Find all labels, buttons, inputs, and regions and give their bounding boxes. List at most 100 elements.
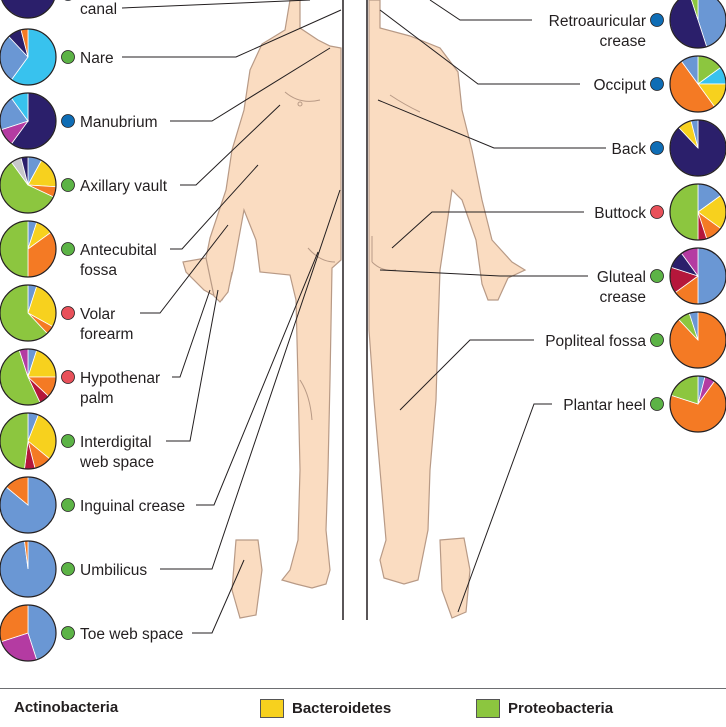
proteobacteria-swatch <box>476 699 500 718</box>
site-dot-toeweb <box>61 626 75 640</box>
pie-outline-interdigital <box>0 412 57 470</box>
pie-volar <box>0 284 57 342</box>
pie-slice-antecubital-3 <box>0 220 29 278</box>
legend-proteobacteria-label: Proteobacteria <box>508 700 614 717</box>
site-label-retro-0: Retroauricular <box>549 13 646 30</box>
legend-proteobacteria: Proteobacteria <box>476 699 613 718</box>
pie-interdigital <box>0 412 57 470</box>
front-hand <box>205 257 233 303</box>
callout-back <box>377 99 606 149</box>
callout-plantar <box>457 403 552 613</box>
pie-outline-hypothenar <box>0 348 57 406</box>
site-label-plantar-0: Plantar heel <box>563 397 646 414</box>
pie-outline-umbilicus <box>0 540 57 598</box>
site-label-nare-0: Nare <box>80 50 114 67</box>
site-type-dots <box>61 0 664 640</box>
pie-slice-retro-2 <box>691 0 699 21</box>
callout-inguinal <box>196 251 319 506</box>
pie-outline-gluteal <box>669 247 726 305</box>
pie-gluteal <box>669 247 726 305</box>
site-dot-hypothenar <box>61 370 75 384</box>
callout-gluteal <box>379 269 588 277</box>
site-label-canal-0: canal <box>80 1 117 18</box>
callout-popliteal <box>399 339 534 411</box>
callout-nare <box>122 9 342 58</box>
pie-outline-plantar <box>669 375 726 433</box>
site-label-interdigital-1: web space <box>79 454 154 471</box>
callout-canal <box>121 0 311 9</box>
site-label-popliteal-0: Popliteal fossa <box>545 333 646 350</box>
back-body-figure <box>368 0 527 619</box>
site-label-toeweb-0: Toe web space <box>80 626 183 643</box>
pie-antecubital <box>0 220 57 278</box>
legend-actinobacteria-label: Actinobacteria <box>14 699 119 716</box>
pie-inguinal <box>0 476 57 534</box>
site-dot-axillary <box>61 178 75 192</box>
callout-manubrium <box>170 47 331 122</box>
site-dot-inguinal <box>61 498 75 512</box>
pie-back <box>669 119 726 177</box>
legend-bacteroidetes-label: Bacteroidetes <box>292 700 392 717</box>
site-label-occiput-0: Occiput <box>593 77 646 94</box>
front-body-outline <box>182 0 342 589</box>
front-foot-sole <box>231 539 263 619</box>
site-dot-antecubital <box>61 242 75 256</box>
pie-outline-volar <box>0 284 57 342</box>
pie-outline-manubrium <box>0 92 57 150</box>
site-dot-gluteal <box>650 269 664 283</box>
site-label-gluteal-1: crease <box>599 289 646 306</box>
callout-toeweb <box>192 559 245 634</box>
pie-outline-axillary <box>0 156 57 214</box>
pie-buttock <box>669 183 726 241</box>
pie-hypothenar <box>0 348 57 406</box>
site-dot-canal <box>64 0 72 1</box>
site-dot-plantar <box>650 397 664 411</box>
pie-outline-buttock <box>669 183 726 241</box>
pie-slice-gluteal-0 <box>697 247 726 305</box>
pie-retro <box>669 0 726 49</box>
site-label-axillary-0: Axillary vault <box>80 178 168 195</box>
legend-actinobacteria: Actinobacteria <box>14 699 118 716</box>
site-dot-volar <box>61 306 75 320</box>
site-dot-umbilicus <box>61 562 75 576</box>
callout-interdigital <box>166 289 219 442</box>
legend: Actinobacteria Bacteroidetes Proteobacte… <box>0 688 726 727</box>
site-label-manubrium-0: Manubrium <box>80 114 158 131</box>
callout-buttock <box>391 211 584 249</box>
pie-umbilicus <box>0 540 57 598</box>
pie-nare <box>0 28 57 86</box>
bacteroidetes-swatch <box>260 699 284 718</box>
legend-bacteroidetes: Bacteroidetes <box>260 699 391 718</box>
site-label-back-0: Back <box>612 141 647 158</box>
back-body-outline <box>368 0 527 585</box>
pie-outline-nare <box>0 28 57 86</box>
callout-occiput <box>379 9 580 85</box>
pie-axillary <box>0 156 57 214</box>
pie-charts <box>0 0 726 662</box>
site-dot-manubrium <box>61 114 75 128</box>
pie-outline-antecubital <box>0 220 57 278</box>
site-label-antecubital-1: fossa <box>80 262 117 279</box>
callout-umbilicus <box>160 189 341 570</box>
pie-outline-inguinal <box>0 476 57 534</box>
site-label-antecubital-0: Antecubital <box>80 242 157 259</box>
front-body-details <box>284 91 336 421</box>
back-foot-sole <box>439 537 471 619</box>
site-label-buttock-0: Buttock <box>594 205 646 222</box>
nipple-mark <box>297 101 303 107</box>
site-dot-back <box>650 141 664 155</box>
site-label-volar-1: forearm <box>80 326 133 343</box>
pie-toeweb <box>0 604 57 662</box>
front-body-figure <box>182 0 342 619</box>
site-dot-retro <box>650 13 664 27</box>
pie-slice-buttock-4 <box>669 183 699 241</box>
site-dot-nare <box>61 50 75 64</box>
site-label-hypothenar-1: palm <box>80 390 114 407</box>
site-label-retro-1: crease <box>599 33 646 50</box>
site-dot-buttock <box>650 205 664 219</box>
pie-canal <box>1 0 55 19</box>
callout-antecubital <box>170 164 259 250</box>
